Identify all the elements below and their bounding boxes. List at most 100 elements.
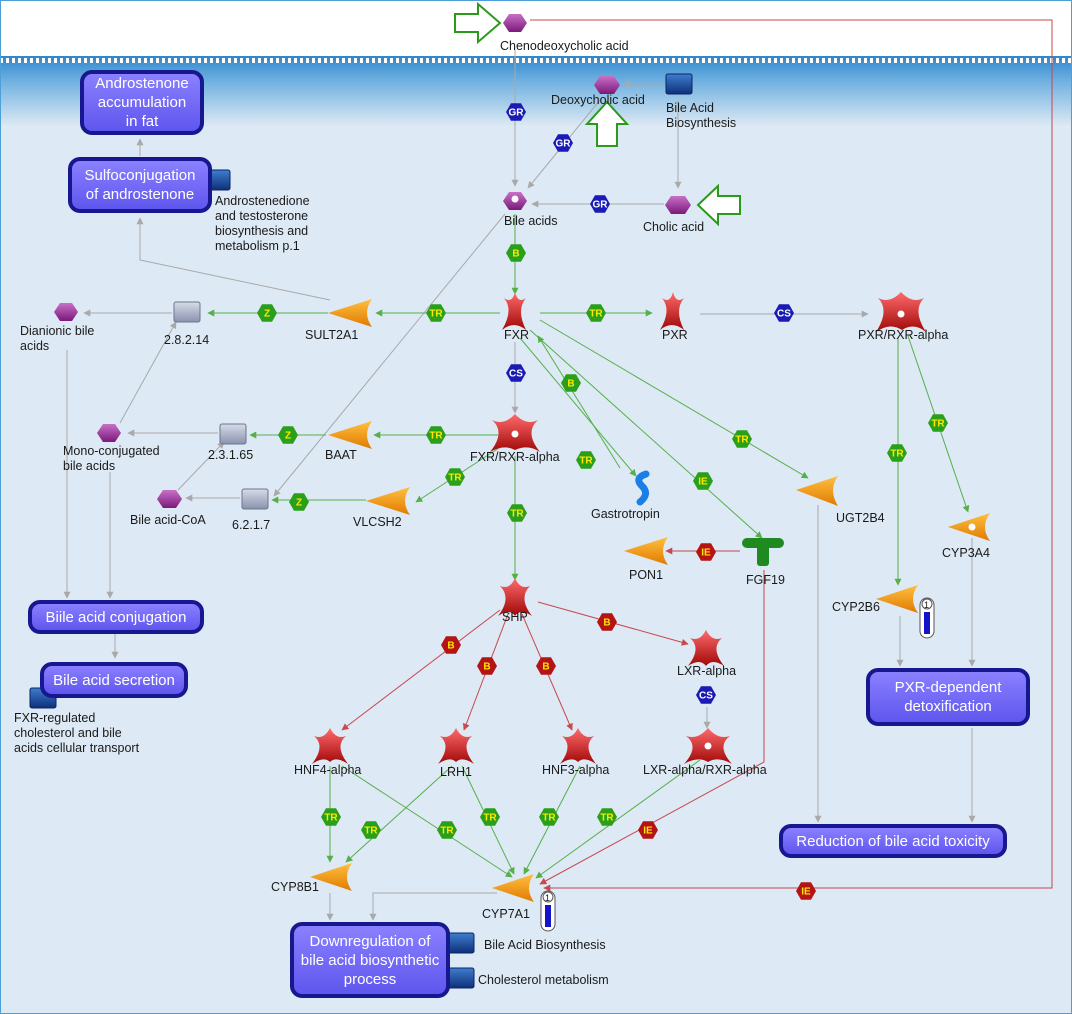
edge [273, 213, 506, 497]
badge-label: TR [510, 509, 524, 520]
map-bile-acid-biosynthesis-top[interactable] [665, 73, 693, 95]
mechanism-badge-tr: TR [445, 468, 465, 486]
fgf19-icon[interactable] [742, 538, 784, 566]
process-label: Downregulation of bile acid biosynthetic… [300, 932, 440, 988]
process-downregulation[interactable]: Downregulation of bile acid biosynthetic… [290, 922, 450, 998]
label-baat: BAAT [325, 448, 357, 462]
badge-label: GR [509, 108, 525, 119]
mechanism-badge-tr: TR [576, 451, 596, 469]
process-reduction-toxicity[interactable]: Reduction of bile acid toxicity [779, 824, 1007, 858]
label-bile-acid-coa: Bile acid-CoA [130, 513, 206, 527]
gastrotropin-icon[interactable] [635, 470, 650, 506]
compound-cholic-acid[interactable] [665, 196, 691, 214]
mechanism-badge-b: B [597, 613, 617, 631]
badge-label: GR [593, 200, 609, 211]
mechanism-badge-tr: TR [437, 821, 457, 839]
label-hnf3-alpha: HNF3-alpha [542, 763, 609, 777]
compound-dianionic-bile-acids[interactable] [54, 303, 78, 321]
receptor-shp[interactable] [498, 578, 532, 616]
mechanism-badge-ie: IE [696, 543, 716, 561]
label-chenodeoxycholic-acid: Chenodeoxycholic acid [500, 39, 629, 53]
map-cholesterol-metabolism[interactable] [447, 967, 475, 989]
edge [539, 319, 809, 479]
badge-label: B [483, 662, 490, 673]
compound-chenodeoxycholic-acid[interactable] [503, 14, 527, 32]
badge-label: GR [556, 139, 572, 150]
mechanism-badge-cs: CS [774, 304, 794, 322]
enzyme-cyp7a1[interactable] [492, 874, 534, 902]
edge [535, 759, 701, 879]
receptor-hnf3[interactable] [560, 728, 596, 764]
badge-label: TR [931, 419, 945, 430]
mechanism-badge-tr: TR [480, 808, 500, 826]
enzyme-cyp8b1[interactable] [310, 863, 352, 891]
mechanism-badge-ie: IE [693, 472, 713, 490]
process-sulfoconjugation[interactable]: Sulfoconjugation of androstenone [68, 157, 212, 213]
process-bile-acid-conjugation[interactable]: Biile acid conjugation [28, 600, 204, 634]
enzyme-pon1[interactable] [624, 537, 668, 565]
edge [177, 441, 225, 491]
mechanism-badge-tr: TR [426, 304, 446, 322]
mechanism-badge-b: B [561, 374, 581, 392]
enzyme-ugt2b4[interactable] [796, 476, 838, 506]
label-cyp7a1: CYP7A1 [482, 907, 530, 921]
label-pon1: PON1 [629, 568, 663, 582]
label-shp: SHP [502, 610, 528, 624]
process-pxr-detox[interactable]: PXR-dependent detoxification [866, 668, 1030, 726]
badge-label: IE [701, 548, 711, 559]
enzyme-sult2a1[interactable] [328, 299, 372, 327]
receptor-fxr[interactable] [502, 292, 526, 330]
label-cholesterol-metabolism: Cholesterol metabolism [478, 973, 609, 987]
label-deoxycholic-acid: Deoxycholic acid [551, 93, 645, 107]
compound-deoxycholic-acid[interactable] [594, 76, 620, 94]
membrane-dashes [1, 58, 1071, 63]
label-lxr-alpha: LXR-alpha [677, 664, 736, 678]
edge [341, 765, 513, 878]
mechanism-badge-z: Z [289, 493, 309, 511]
badge-label: CS [699, 691, 713, 702]
mechanism-badge-tr: TR [732, 430, 752, 448]
compound-mono-conjugated-bile-acids[interactable] [97, 424, 121, 442]
edge [537, 335, 621, 469]
mechanism-badge-tr: TR [597, 808, 617, 826]
mechanism-badge-tr: TR [361, 821, 381, 839]
process-label: Biile acid conjugation [45, 608, 187, 626]
edge [345, 765, 453, 863]
mechanism-badge-z: Z [257, 304, 277, 322]
enzyme-2-3-1-65[interactable] [219, 423, 247, 445]
receptor-lrh1[interactable] [438, 728, 474, 764]
enzyme-6-2-1-7[interactable] [241, 488, 269, 510]
mechanism-badge-gr: GR [590, 195, 610, 213]
process-bile-acid-secretion[interactable]: Bile acid secretion [40, 662, 188, 698]
label-6-2-1-7: 6.2.1.7 [232, 518, 270, 532]
mechanism-badge-tr: TR [928, 414, 948, 432]
receptor-hnf4[interactable] [312, 728, 348, 764]
compound-bile-acid-coa[interactable] [157, 490, 182, 508]
label-ugt2b4: UGT2B4 [836, 511, 885, 525]
mechanism-badge-cs: CS [506, 364, 526, 382]
label-gastrotropin: Gastrotropin [591, 507, 660, 521]
enzyme-baat[interactable] [328, 421, 372, 449]
process-androstenone-accumulation[interactable]: Androstenone accumulation in fat [80, 70, 204, 135]
edge [529, 329, 763, 539]
enzyme-2-8-2-14[interactable] [173, 301, 201, 323]
receptor-lxr-alpha[interactable] [688, 630, 724, 666]
process-label: Androstenone accumulation in fat [95, 75, 189, 130]
label-fxr: FXR [504, 328, 529, 342]
input-arrow-icon [696, 183, 741, 227]
process-label: Sulfoconjugation of androstenone [84, 167, 196, 203]
label-2-3-1-65: 2.3.1.65 [208, 448, 253, 462]
enzyme-vlcsh2[interactable] [366, 487, 410, 515]
map-bile-acid-biosynthesis-bottom[interactable] [447, 932, 475, 954]
mechanism-badge-b: B [477, 657, 497, 675]
receptor-pxr[interactable] [660, 292, 684, 330]
badge-label: TR [483, 813, 497, 824]
badge-label: TR [890, 449, 904, 460]
enzyme-cyp2b6[interactable] [876, 585, 918, 613]
mechanism-badge-ie: IE [638, 821, 658, 839]
edge [519, 337, 637, 477]
